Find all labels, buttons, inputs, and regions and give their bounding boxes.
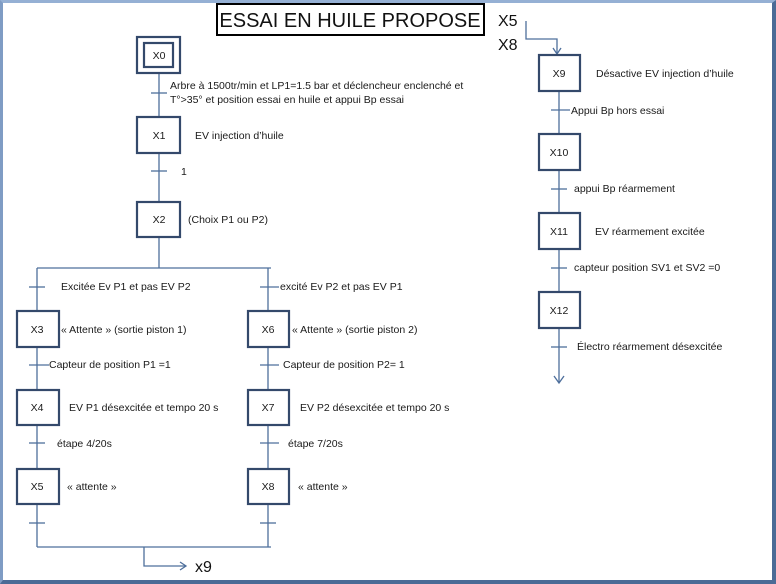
- step-x9: [537, 53, 582, 93]
- step-label: X3: [31, 324, 44, 336]
- action-label: (Choix P1 ou P2): [188, 214, 268, 226]
- action-label: EV P2 désexcitée et tempo 20 s: [300, 402, 449, 414]
- step-label: X10: [550, 147, 569, 159]
- link-to-x9-arrow: [143, 547, 186, 567]
- transition-label: Arbre à 1500tr/min et LP1=1.5 bar et déc…: [170, 80, 463, 92]
- action-label: EV réarmement excitée: [595, 226, 705, 238]
- transition-label: Électro réarmement désexcitée: [577, 340, 722, 353]
- step-x2: [135, 200, 182, 239]
- transition-bars: [551, 109, 570, 348]
- link-label-x5: X5: [498, 13, 518, 30]
- transition-label: Capteur de position P1 =1: [49, 359, 171, 371]
- link-label-x9: x9: [195, 559, 212, 576]
- step-label: X11: [550, 226, 568, 238]
- transition-label: étape 7/20s: [288, 438, 343, 450]
- step-label: X6: [262, 324, 275, 336]
- step-label: X1: [153, 130, 166, 142]
- transition-label: appui Bp réarmement: [574, 183, 675, 195]
- step-label: X8: [262, 481, 275, 493]
- action-label: « Attente » (sortie piston 2): [292, 324, 418, 336]
- title-box: [216, 3, 485, 36]
- step-x10: [537, 132, 582, 172]
- transition-bars: [29, 286, 279, 524]
- step-label: X12: [550, 305, 569, 317]
- step-label: X4: [31, 402, 44, 414]
- arrow-head-icon: [179, 561, 188, 571]
- action-label: Désactive EV injection d’huile: [596, 68, 734, 80]
- step-x6: [246, 309, 291, 349]
- action-label: EV injection d’huile: [195, 130, 284, 142]
- step-label: X7: [262, 402, 275, 414]
- link-from-x5-x8: [525, 21, 558, 54]
- arrow-head-icon: [553, 375, 565, 385]
- transition-label: Appui Bp hors essai: [571, 105, 664, 117]
- action-label: « Attente » (sortie piston 1): [61, 324, 187, 336]
- transition-label: Excitée Ev P1 et pas EV P2: [61, 281, 191, 293]
- step-x1: [135, 115, 182, 155]
- transition-label: excité Ev P2 et pas EV P1: [280, 281, 403, 293]
- step-x11: [537, 211, 582, 251]
- step-label: X5: [31, 481, 44, 493]
- step-label: X0: [153, 50, 166, 62]
- action-label: « attente »: [67, 481, 117, 493]
- step-x5: [15, 467, 61, 506]
- action-label: EV P1 désexcitée et tempo 20 s: [69, 402, 218, 414]
- step-x12: [537, 290, 582, 330]
- transition-label: T°>35° et position essai en huile et app…: [170, 94, 404, 106]
- step-label: X9: [553, 68, 566, 80]
- step-x8: [246, 467, 291, 506]
- title: ESSAI EN HUILE PROPOSE: [219, 10, 480, 32]
- transition-label: étape 4/20s: [57, 438, 112, 450]
- action-label: « attente »: [298, 481, 348, 493]
- step-x3: [15, 309, 61, 349]
- step-label: X2: [153, 214, 166, 226]
- step-x7: [246, 388, 291, 427]
- transition-label: Capteur de position P2= 1: [283, 359, 405, 371]
- step-x4: [15, 388, 61, 427]
- transition-label: capteur position SV1 et SV2 =0: [574, 262, 720, 274]
- link-label-x8: X8: [498, 37, 518, 54]
- transition-label: 1: [181, 166, 187, 178]
- initial-step-x0-inner: [142, 41, 175, 69]
